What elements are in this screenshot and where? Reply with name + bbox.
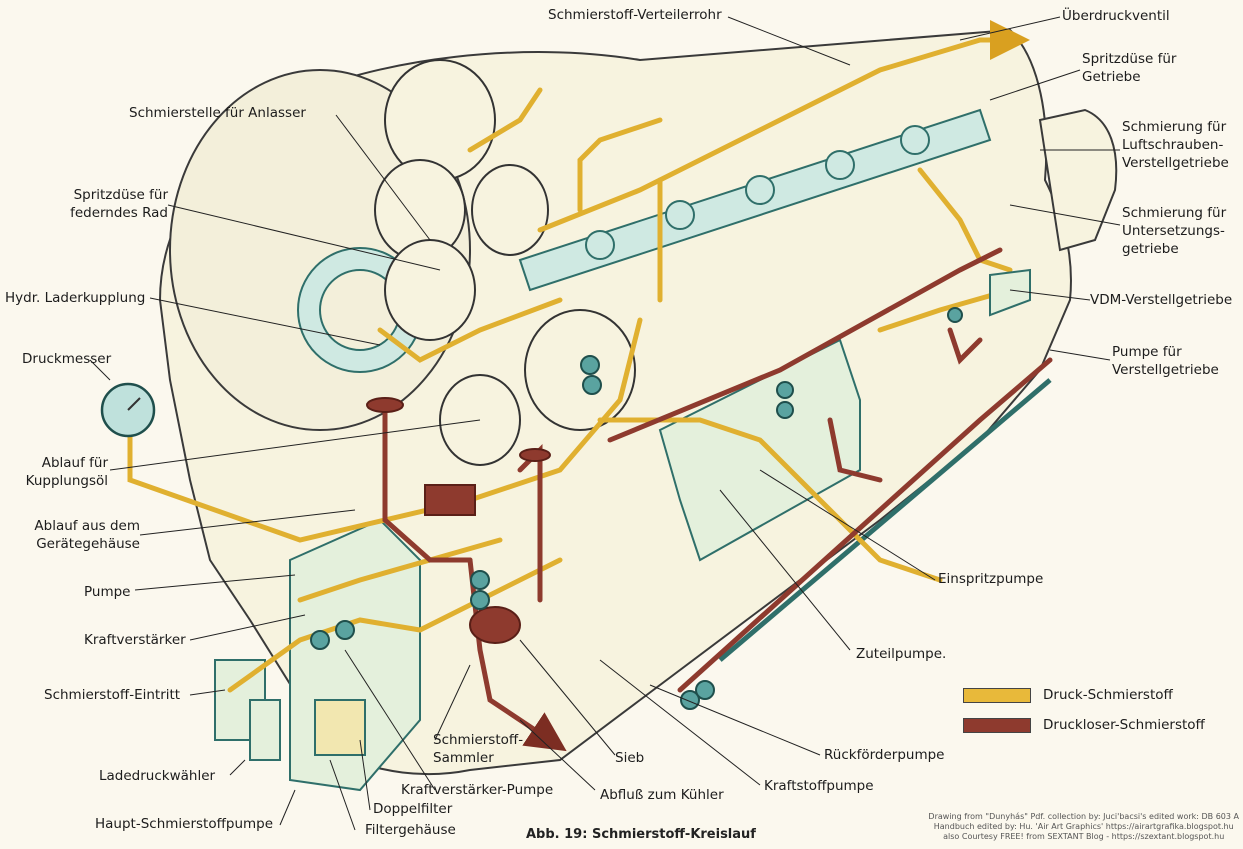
label-spritzduese-rad-2: federndes Rad [70,205,168,221]
label-ablauf-geraetegehaeuse-1: Ablauf aus dem [34,518,140,534]
legend-item-return: Druckloser-Schmierstoff [963,717,1205,733]
label-schmierstelle-anlasser: Schmierstelle für Anlasser [129,105,306,121]
label-schmierung-untersetzung-3: getriebe [1122,241,1179,257]
label-doppelfilter: Doppelfilter [373,801,453,817]
legend-label-pressure: Druck-Schmierstoff [1043,687,1173,703]
label-schmierung-untersetzung-1: Schmierung für [1122,205,1227,221]
camshaft [518,108,992,292]
label-hydr-laderkupplung: Hydr. Laderkupplung [5,290,146,306]
fuel-rail [718,378,1052,662]
label-spritzduese-getriebe-2: Getriebe [1082,69,1141,85]
label-vdm-verstellgetriebe: VDM-Verstellgetriebe [1090,292,1233,308]
label-kraftverstaerker-pumpe: Kraftverstärker-Pumpe [401,782,554,798]
label-pumpe-verstell-1: Pumpe für [1112,344,1182,360]
label-kraftstoffpumpe: Kraftstoffpumpe [764,778,874,794]
label-ladedruckwaehler: Ladedruckwähler [99,768,216,784]
label-schmierung-luftschrauben-1: Schmierung für [1122,119,1227,135]
label-sieb: Sieb [615,750,645,766]
label-rueckfoerderpumpe: Rückförderpumpe [824,747,945,763]
label-schmierstoff-eintritt: Schmierstoff-Eintritt [44,687,181,703]
label-spritzduese-getriebe-1: Spritzdüse für [1082,51,1177,67]
vdm-gear-housing [989,268,1031,317]
legend-label-return: Druckloser-Schmierstoff [1043,717,1205,733]
pump-housing [214,518,421,792]
label-druckmesser: Druckmesser [22,351,112,367]
injection-pump-block [658,338,861,562]
legend-swatch-return [963,717,1031,733]
label-ablauf-kupplungsoel-2: Kupplungsöl [25,473,108,489]
label-pumpe-verstell-2: Verstellgetriebe [1112,362,1219,378]
pump-gears [310,307,963,710]
label-pumpe: Pumpe [84,584,131,600]
credits-block: Drawing from "Dunyhás" Pdf. collection b… [928,812,1239,842]
label-abfluss-kuehler: Abfluß zum Kühler [600,787,724,803]
label-ueberdruckventil: Überdruckventil [1062,8,1170,24]
label-schmierstoff-sammler-2: Sammler [433,750,494,766]
label-filtergehaeuse: Filtergehäuse [365,822,456,838]
pressure-oil-lines [127,20,1030,693]
label-schmierung-luftschrauben-2: Luftschrauben- [1122,137,1224,153]
label-ablauf-geraetegehaeuse-2: Gerätegehäuse [36,536,140,552]
credits-line-1: Drawing from "Dunyhás" Pdf. collection b… [928,812,1239,821]
credits-line-2: Handbuch edited by: Hu. 'Air Art Graphic… [933,822,1234,831]
figure-caption: Abb. 19: Schmierstoff-Kreislauf [526,827,756,842]
label-schmierung-luftschrauben-3: Verstellgetriebe [1122,155,1229,171]
label-haupt-schmierstoffpumpe: Haupt-Schmierstoffpumpe [95,816,274,832]
label-ablauf-kupplungsoel-1: Ablauf für [41,455,108,471]
label-schmierstoff-verteilerrohr: Schmierstoff-Verteilerrohr [548,7,722,23]
pressure-gauge [100,382,156,438]
label-schmierstoff-sammler-1: Schmierstoff- [433,732,524,748]
label-zuteilpumpe: Zuteilpumpe. [856,646,947,662]
oil-collector [366,397,551,644]
credits-line-3: also Courtesy FREE! from SEXTANT Blog - … [943,832,1225,841]
label-spritzduese-rad-1: Spritzdüse für [73,187,168,203]
label-einspritzpumpe: Einspritzpumpe [938,571,1044,587]
legend-item-pressure: Druck-Schmierstoff [963,687,1173,703]
legend-swatch-pressure [963,687,1031,703]
cylinder-heads [374,59,636,466]
label-kraftverstaerker: Kraftverstärker [84,632,186,648]
label-schmierung-untersetzung-2: Untersetzungs- [1122,223,1225,239]
leader-lines [89,16,1121,831]
